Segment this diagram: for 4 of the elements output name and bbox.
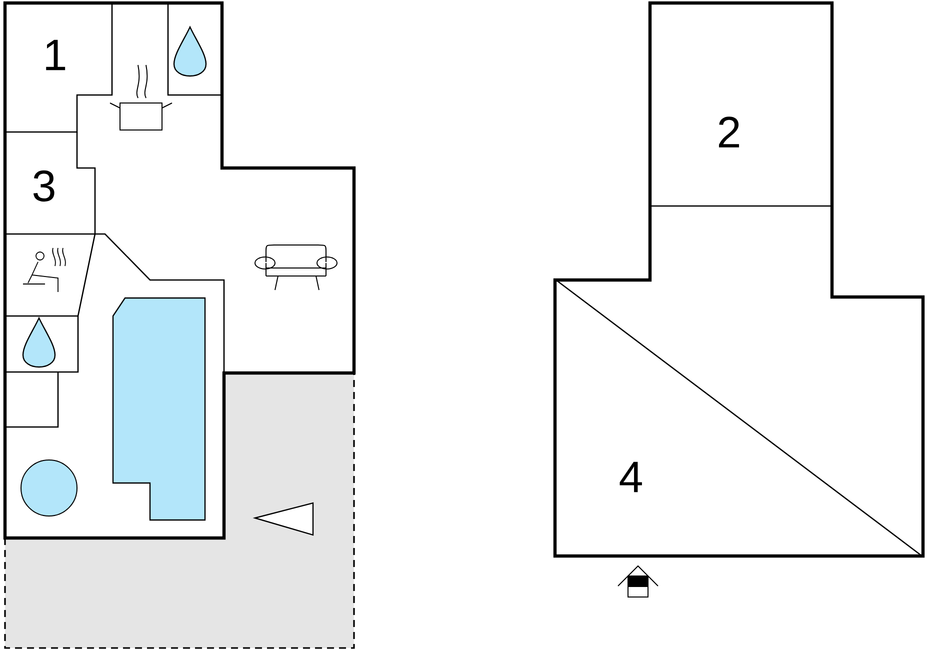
room-number: 3	[33, 170, 54, 202]
room-number: 2	[718, 116, 740, 148]
room-number: 4	[620, 462, 642, 492]
room-number: 1	[46, 40, 66, 70]
